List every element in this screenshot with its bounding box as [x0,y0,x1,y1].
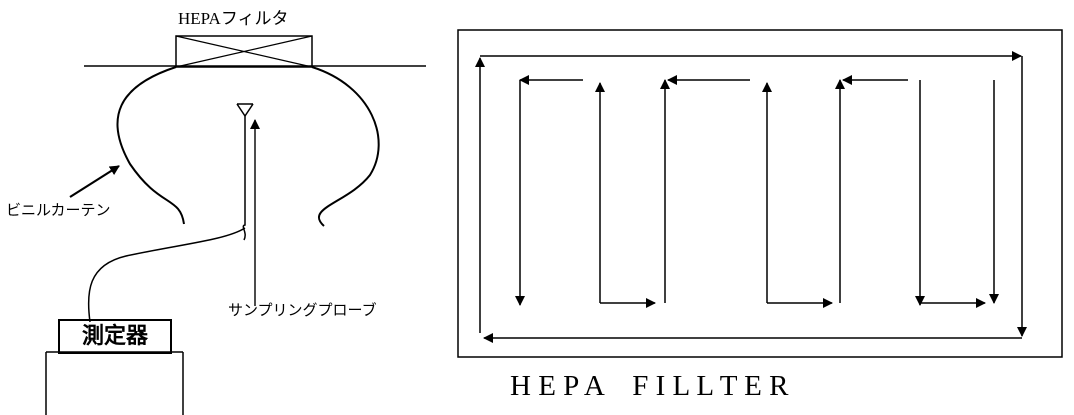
vinyl-curtain-label: ビニルカーテン [6,201,111,219]
curtain-right [311,66,380,227]
filter-frame [457,29,1063,358]
meter-body [45,351,184,415]
hepa-filter-caption: H E P A F I L L T E R [510,370,789,402]
meter-label: 測定器 [58,319,172,354]
hepa-filter-box [175,35,313,68]
hepa-filter-label: HEPAフィルタ [178,9,289,28]
curtain-left [116,66,185,225]
curtain-pointer-arrow [69,165,120,198]
sampling-probe-label: サンプリングプローブ [228,301,377,319]
scan-path [475,51,1027,343]
probe-head-icon [236,103,254,117]
probe-tube [242,116,246,241]
meter-cable [87,227,246,323]
